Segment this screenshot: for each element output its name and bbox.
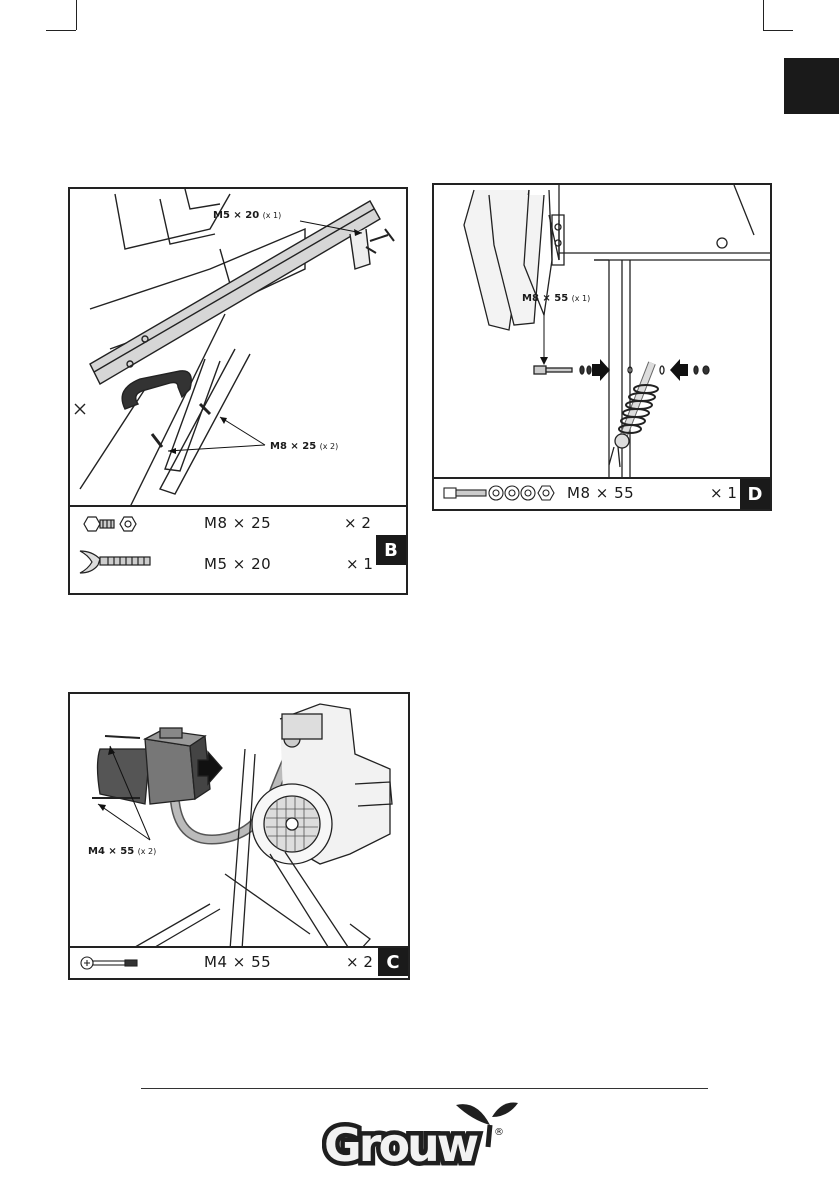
callout-m4x55: M4 × 55 (x 2) — [88, 846, 156, 857]
screw-icon — [80, 955, 140, 971]
footer-rule — [141, 1088, 708, 1089]
legend-qty: × 1 — [346, 555, 373, 573]
legend-label: M8 × 25 — [204, 514, 271, 532]
step-letter-b: B — [376, 535, 406, 565]
crop-mark — [46, 30, 76, 31]
callout-m5x20: M5 × 20 (x 1) — [213, 210, 281, 221]
legend-label: M4 × 55 — [204, 953, 271, 971]
legend-c: M4 × 55 × 2 C — [70, 946, 408, 978]
svg-text:®: ® — [494, 1127, 504, 1138]
step-letter-c: C — [378, 948, 408, 976]
panel-c: M4 × 55 (x 2) M4 × 55 × 2 C — [68, 692, 410, 980]
illustration-d — [434, 185, 770, 481]
callout-m8x25: M8 × 25 (x 2) — [270, 441, 338, 452]
legend-label: M5 × 20 — [204, 555, 271, 573]
grouw-logo: Grouw Grouw ® — [322, 1095, 522, 1170]
section-tab — [784, 58, 839, 114]
wing-bolt-icon — [78, 545, 154, 579]
crop-mark — [76, 0, 77, 30]
svg-text:Grouw: Grouw — [324, 1118, 478, 1170]
panel-d: M8 × 55 (x 1) M8 × 55 × 1 D — [432, 183, 772, 511]
bolt-nut-icon — [80, 513, 142, 535]
illustration-c — [70, 694, 408, 950]
callout-m8x55: M8 × 55 (x 1) — [522, 293, 590, 304]
crop-mark — [763, 30, 793, 31]
bolt-washers-nut-icon — [442, 482, 562, 504]
legend-d: M8 × 55 × 1 D — [434, 477, 770, 509]
panel-b: M5 × 20 (x 1) M8 × 25 (x 2) M8 × 25 × 2 — [68, 187, 408, 595]
step-letter-d: D — [740, 479, 770, 509]
legend-qty: × 1 — [710, 484, 737, 502]
illustration-b — [70, 189, 406, 507]
legend-qty: × 2 — [346, 953, 373, 971]
legend-qty: × 2 — [344, 514, 371, 532]
legend-b: M8 × 25 × 2 M5 × 20 × 1 B — [70, 505, 406, 593]
legend-label: M8 × 55 — [567, 484, 634, 502]
crop-mark — [763, 0, 764, 30]
